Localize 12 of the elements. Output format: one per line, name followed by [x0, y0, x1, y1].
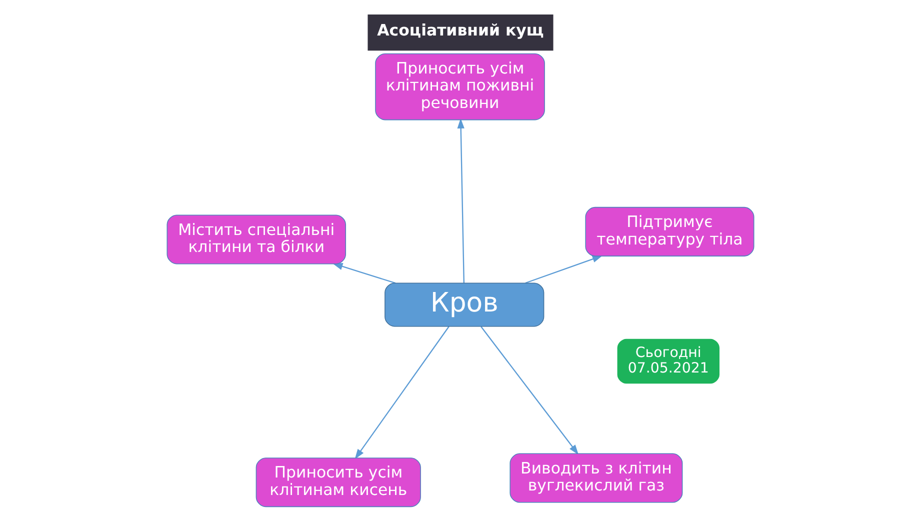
- node-box: Кров: [384, 282, 544, 327]
- arrow: [332, 262, 396, 284]
- node-box: Містить спеціальні клітини та білки: [166, 214, 346, 264]
- node-box: Приносить усім клітинам поживні речовини: [375, 53, 545, 120]
- node-box: Приносить усім клітинам кисень: [256, 458, 421, 508]
- diagram-title: Асоціативний кущ: [377, 20, 544, 40]
- node-box: Сьогодні 07.05.2021: [616, 338, 720, 384]
- arrow: [457, 118, 465, 284]
- arrow: [354, 326, 450, 460]
- node-box: Виводить з клітин вуглекислий газ: [510, 453, 683, 503]
- arrow: [480, 326, 579, 455]
- node-box: Підтримує температуру тіла: [585, 206, 754, 256]
